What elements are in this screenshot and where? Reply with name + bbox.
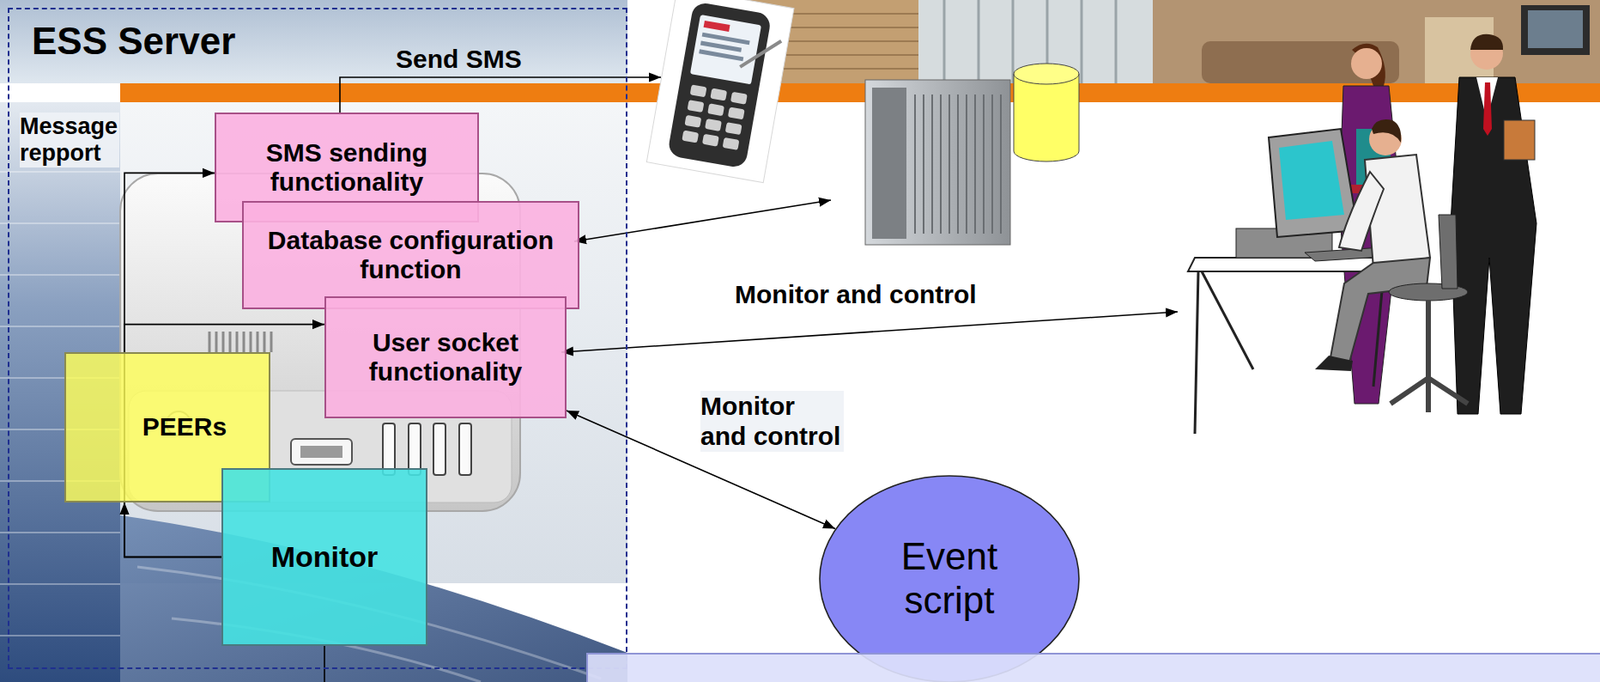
operators-illustration xyxy=(1503,120,1535,160)
mobile-phone xyxy=(722,137,740,151)
banner-photo xyxy=(1521,5,1590,55)
mobile-phone xyxy=(707,103,725,116)
ellipse-outline xyxy=(819,475,1079,682)
mobile-phone xyxy=(704,118,722,132)
database-server xyxy=(915,94,1001,234)
node-label: PEERs xyxy=(133,412,237,443)
node-label: Database configuration function xyxy=(254,225,568,285)
process-box: User socket functionality xyxy=(324,296,567,419)
banner-photo xyxy=(944,0,1116,84)
process-box: Database configuration function xyxy=(242,200,580,310)
operators-illustration xyxy=(1278,140,1345,220)
leader-arrow xyxy=(323,645,326,682)
operators-illustration xyxy=(1268,128,1358,237)
monitor-box: Monitor xyxy=(221,467,428,646)
leader-arrow xyxy=(339,77,661,113)
banner-photo xyxy=(918,0,1153,84)
leader-arrow xyxy=(561,311,1178,352)
annotation-label: Send SMS xyxy=(395,44,522,75)
node-label: SMS sending functionality xyxy=(226,138,467,198)
operators-illustration xyxy=(1470,34,1504,50)
mobile-phone xyxy=(690,14,762,85)
mobile-phone xyxy=(666,0,772,169)
mobile-phone xyxy=(684,115,702,128)
server-hardware xyxy=(408,423,421,475)
operators-illustration xyxy=(1483,82,1492,136)
mobile-phone xyxy=(646,0,794,183)
database-server xyxy=(1013,73,1079,162)
server-hardware xyxy=(290,438,352,465)
foreground-panel xyxy=(587,653,1600,682)
event-ellipse: Event script xyxy=(818,474,1080,682)
operators-illustration xyxy=(1371,119,1401,143)
database-server xyxy=(865,79,1011,245)
server-hardware xyxy=(382,423,395,475)
operators-illustration xyxy=(1339,171,1384,251)
operators-illustration xyxy=(1450,77,1537,414)
connector xyxy=(124,502,222,558)
banner-photo xyxy=(1152,0,1600,84)
node-label: Event script xyxy=(880,534,1019,622)
mobile-phone xyxy=(681,130,699,144)
server-hardware xyxy=(300,445,343,458)
mobile-phone xyxy=(727,106,746,120)
mobile-phone xyxy=(700,41,742,53)
server-hardware xyxy=(459,423,472,475)
backdrop xyxy=(0,0,628,84)
mobile-phone xyxy=(739,34,782,73)
node-label: User socket functionality xyxy=(336,327,555,388)
annotation-label: Monitor and control xyxy=(734,279,977,310)
mobile-phone xyxy=(690,84,708,97)
leader-arrow xyxy=(574,200,831,242)
operators-illustration xyxy=(1438,214,1458,289)
operators-illustration xyxy=(1330,257,1431,363)
operators-illustration xyxy=(1390,300,1468,413)
operators-illustration xyxy=(1351,43,1386,86)
operators-illustration xyxy=(1187,34,1537,434)
database-server xyxy=(1013,63,1079,85)
connector-label: Monitor and control xyxy=(700,390,844,452)
node-label: ESS Server xyxy=(31,19,236,64)
server-boundary: ESS ServerSMS sending functionalityDatab… xyxy=(7,7,628,669)
mobile-phone xyxy=(725,121,743,135)
server-hardware xyxy=(209,331,272,352)
mobile-phone xyxy=(703,20,731,32)
mobile-phone xyxy=(698,48,744,61)
database-server xyxy=(872,87,907,239)
operators-illustration xyxy=(1351,48,1382,79)
server-hardware xyxy=(433,423,446,475)
mobile-phone xyxy=(687,99,705,113)
mobile-phone xyxy=(702,133,720,147)
operators-illustration xyxy=(1315,355,1353,371)
node-label: Monitor xyxy=(238,539,411,574)
banner-photo xyxy=(1527,10,1583,49)
mobile-phone xyxy=(709,88,728,102)
database-server xyxy=(865,63,1079,245)
mobile-phone xyxy=(646,0,794,183)
connector-label: Message repport xyxy=(19,112,120,168)
mobile-phone xyxy=(730,91,748,105)
